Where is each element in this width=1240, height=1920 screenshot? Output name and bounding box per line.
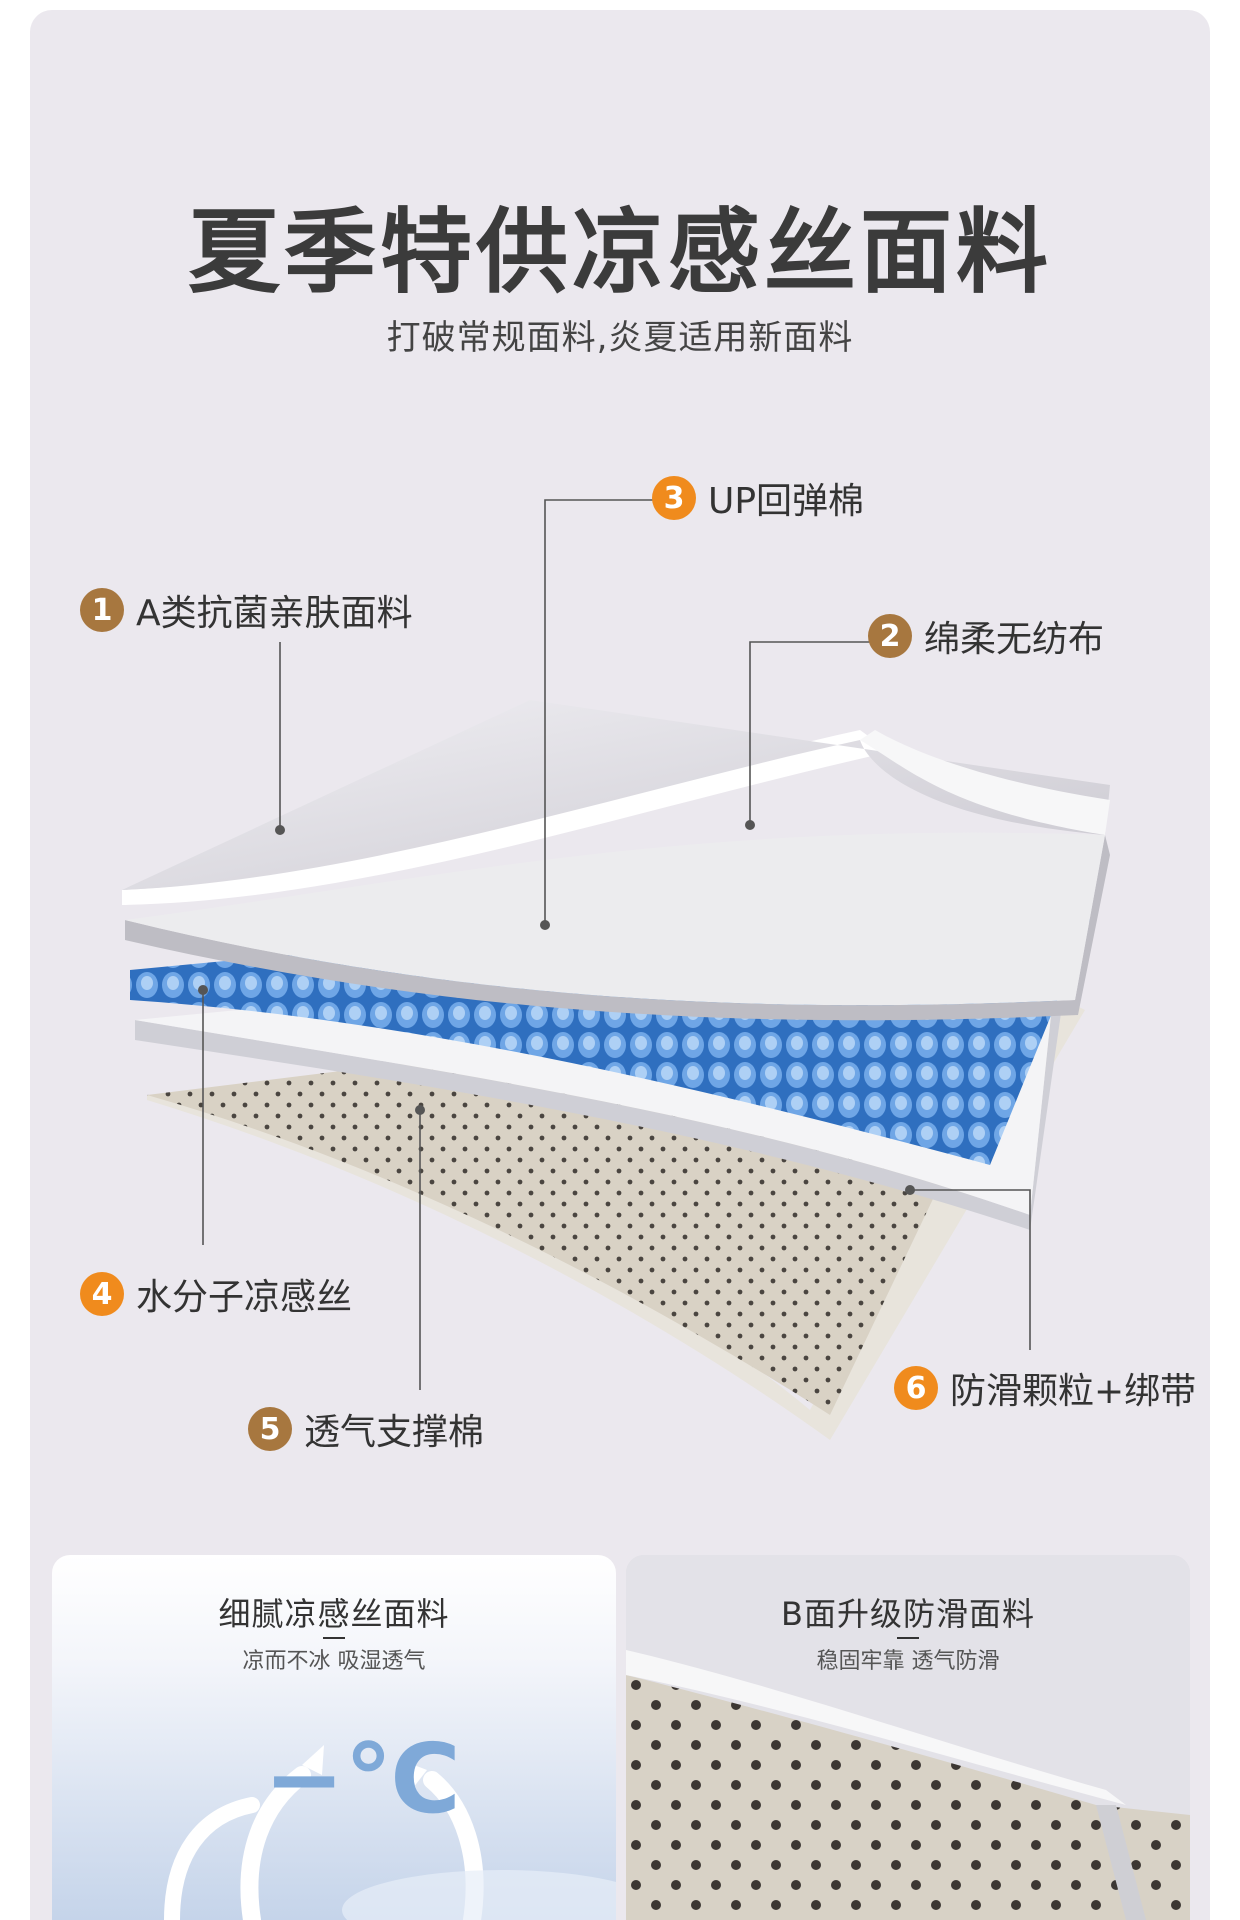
card-2-title: B面升级防滑面料 xyxy=(781,1595,1035,1633)
label-text-6: 防滑颗粒+绑带 xyxy=(950,1371,1197,1412)
badge-5: 5 xyxy=(248,1407,292,1451)
layer-rebound-cotton xyxy=(125,832,1110,1021)
leader-dots xyxy=(198,820,915,1195)
leader-lines xyxy=(202,499,1031,1390)
label-text-2: 绵柔无纺布 xyxy=(924,619,1105,660)
card-1-subtitle: 凉而不冰 吸湿透气 xyxy=(242,1649,426,1674)
card-1-divider xyxy=(323,1637,345,1639)
label-text-4: 水分子凉感丝 xyxy=(136,1277,353,1318)
card-anti-slip: B面升级防滑面料 稳固牢靠 透气防滑 xyxy=(626,1555,1190,1920)
label-text-3: UP回弹棉 xyxy=(708,481,865,522)
label-layer-2: 2 绵柔无纺布 xyxy=(868,610,1104,662)
badge-1: 1 xyxy=(80,588,124,632)
label-text-1: A类抗菌亲肤面料 xyxy=(136,593,413,634)
mattress-layers-illustration xyxy=(122,499,1110,1440)
card-2-divider xyxy=(897,1637,919,1639)
layer-top-fabric xyxy=(122,700,1110,890)
label-layer-4: 4 水分子凉感丝 xyxy=(80,1268,352,1320)
cool-arrows-icon xyxy=(164,1745,616,1920)
page-subtitle: 打破常规面料,炎夏适用新面料 xyxy=(386,318,854,358)
badge-4: 4 xyxy=(80,1272,124,1316)
card-cool-fabric: 细腻凉感丝面料 凉而不冰 吸湿透气 −℃ xyxy=(52,1555,616,1920)
label-layer-1: 1 A类抗菌亲肤面料 xyxy=(80,584,413,636)
label-layer-6: 6 防滑颗粒+绑带 xyxy=(894,1362,1196,1414)
card-2-subtitle: 稳固牢靠 透气防滑 xyxy=(816,1649,1000,1674)
badge-6: 6 xyxy=(894,1366,938,1410)
product-panel: 夏季特供凉感丝面料 打破常规面料,炎夏适用新面料 xyxy=(30,10,1210,1920)
badge-2: 2 xyxy=(868,614,912,658)
temperature-icon: −℃ xyxy=(264,1723,461,1835)
label-layer-3: 3 UP回弹棉 xyxy=(652,472,864,524)
label-layer-5: 5 透气支撑棉 xyxy=(248,1403,484,1455)
label-text-5: 透气支撑棉 xyxy=(304,1412,485,1453)
card-1-title: 细腻凉感丝面料 xyxy=(218,1595,450,1633)
page-title: 夏季特供凉感丝面料 xyxy=(187,199,1052,306)
badge-3: 3 xyxy=(652,476,696,520)
anti-slip-texture xyxy=(626,1555,1190,1920)
